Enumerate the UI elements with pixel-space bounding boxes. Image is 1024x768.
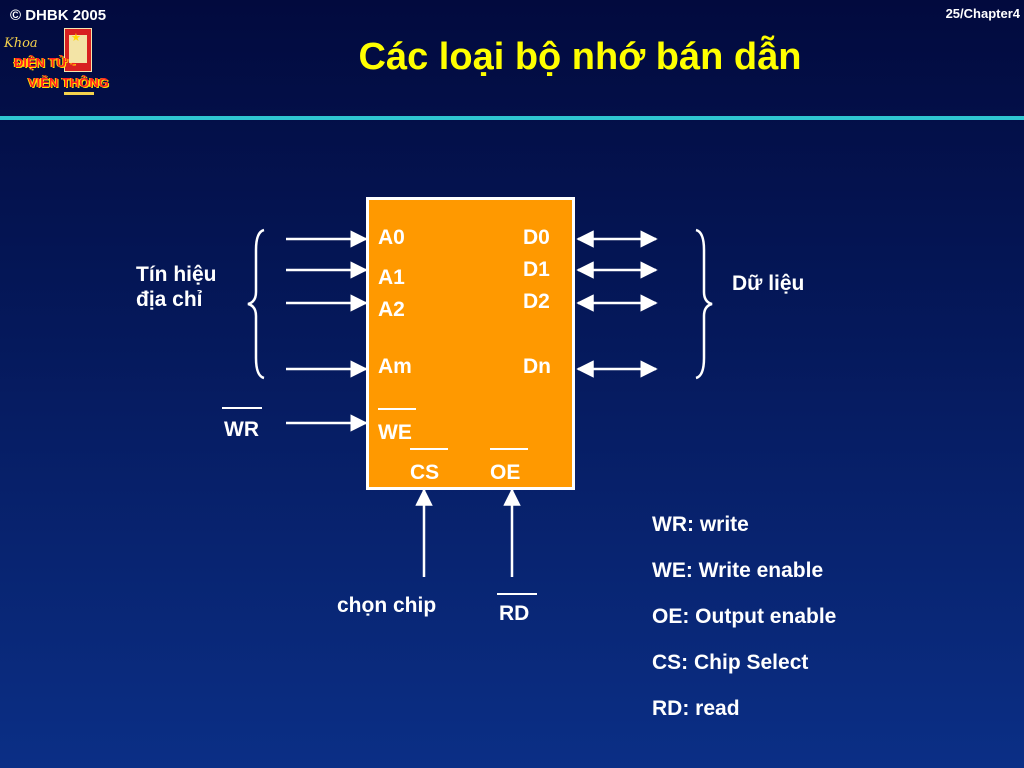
logo-cursive-text: Khoa [4,36,38,51]
chip-select-label: chọn chip [337,594,437,617]
rd-label: RD [499,602,530,625]
pin-a2: A2 [378,298,405,321]
page-number: 25/Chapter4 [945,6,1020,21]
pin-d1: D1 [523,258,550,281]
pin-oe: OE [490,461,521,484]
wr-overline [222,407,262,409]
legend-wr: WR: write [652,513,749,536]
legend-we: WE: Write enable [652,559,824,582]
pin-a0: A0 [378,226,405,249]
slide-title: Các loại bộ nhớ bán dẫn [358,36,802,78]
faculty-logo: ★ Khoa ĐIỆN TỬ - VIỄN THÔNG [2,28,120,100]
data-brace [695,228,713,380]
pin-am: Am [378,355,412,378]
pin-a1: A1 [378,266,405,289]
pin-d0: D0 [523,226,550,249]
address-label-line1: Tín hiệu [136,263,217,286]
legend-rd: RD: read [652,697,740,720]
data-label: Dữ liệu [732,272,805,295]
address-label-line2: địa chỉ [136,288,203,312]
star-icon: ★ [71,32,81,44]
we-overline [378,408,416,410]
cs-overline [410,448,448,450]
copyright-text: © DHBK 2005 [10,7,107,24]
pin-we: WE [378,421,412,444]
address-signal-label: Tín hiệu địa chỉ [136,262,217,312]
pin-cs: CS [410,461,440,484]
pin-dn: Dn [523,355,551,378]
address-brace [247,228,265,380]
legend-cs: CS: Chip Select [652,651,809,674]
wr-label: WR [224,418,259,441]
logo-line1: ĐIỆN TỬ - [14,55,76,70]
memory-chip: A0 A1 A2 Am D0 D1 D2 Dn WE CS OE [366,197,575,490]
title-divider [0,116,1024,120]
legend-oe: OE: Output enable [652,605,837,628]
logo-line2: VIỄN THÔNG [28,75,109,90]
rd-overline [497,593,537,595]
oe-overline [490,448,528,450]
pin-d2: D2 [523,290,550,313]
logo-badge: ★ [64,28,92,72]
